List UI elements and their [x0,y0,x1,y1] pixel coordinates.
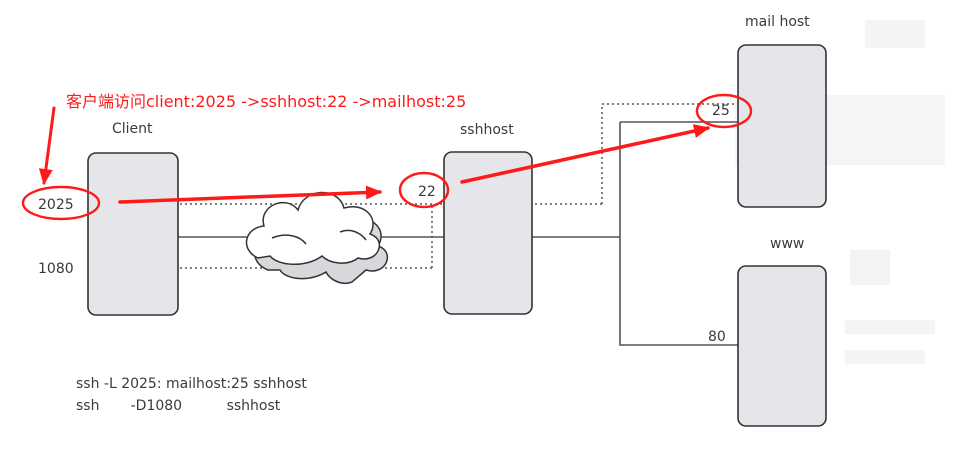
port-2025-label: 2025 [38,197,74,213]
arrow-to-2025 [38,106,56,185]
command-local-forward: ssh -L 2025: mailhost:25 sshhost [76,376,307,392]
arrow-22-to-25 [460,124,710,184]
sshhost-label: sshhost [460,122,514,138]
annotation-text: 客户端访问client:2025 ->sshhost:22 ->mailhost… [66,92,466,111]
circle-port-22 [398,171,450,209]
circle-port-25 [695,93,753,129]
internet-cloud-icon [245,191,389,284]
command-dynamic-forward: ssh -D1080 sshhost [76,398,281,414]
annotation-circles [21,93,753,221]
client-host-box [87,152,179,316]
port-25-label: 25 [712,103,730,119]
client-label: Client [112,121,153,137]
sshhost-box [443,151,533,315]
circle-port-2025 [21,185,101,221]
www-label: www [770,236,804,252]
arrow-2025-to-22 [118,185,382,204]
mailhost-label: mail host [745,14,810,30]
network-lines [178,121,738,346]
port-1080-label: 1080 [38,261,74,277]
annotation-arrows [38,106,710,204]
www-host-box [737,265,827,427]
mailhost-box [737,44,827,208]
port-22-label: 22 [418,184,436,200]
port-80-label: 80 [708,329,726,345]
tunnel-dotted-lines [95,103,738,269]
